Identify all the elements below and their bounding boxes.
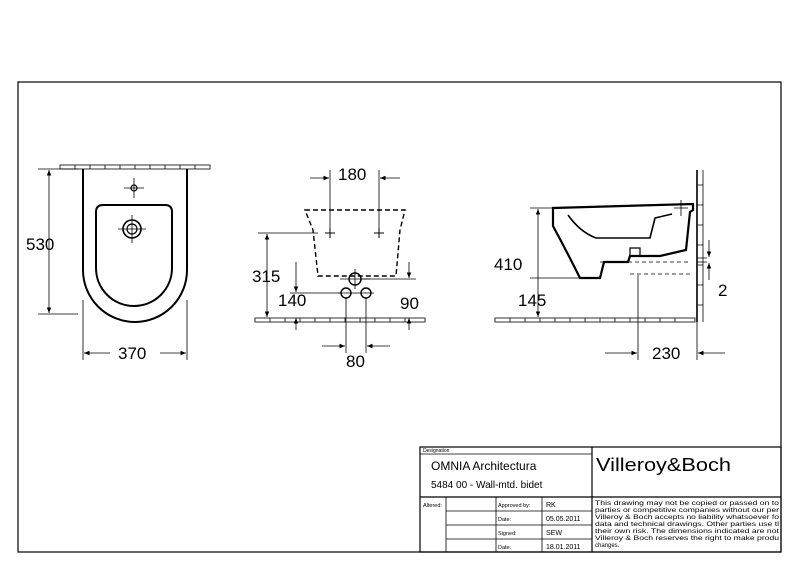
approved-date-label: Date:	[498, 517, 512, 523]
front-view: 530 370	[26, 164, 211, 363]
signed-date-label: Date:	[498, 545, 512, 551]
approved-by-value: RK	[546, 502, 556, 509]
rear-view: 180 315 140 90 80	[252, 165, 426, 371]
approved-date-value: 05.05.2011	[546, 516, 581, 523]
side-view: 410 145 2 230	[494, 170, 727, 363]
product-name: OMNIA Architectura	[431, 459, 537, 473]
disclaimer-line-7: changes.	[595, 543, 620, 549]
dim-side-height: 410	[494, 255, 522, 274]
dim-rear-top-width: 180	[338, 165, 366, 184]
dim-front-height: 530	[26, 235, 54, 254]
dim-side-lower: 145	[518, 291, 546, 310]
disclaimer-line-1: This drawing may not be copied or passed…	[595, 501, 780, 507]
signed-date-value: 18.01.2011	[546, 544, 581, 551]
dim-rear-height: 315	[252, 267, 280, 286]
dim-front-width: 370	[118, 344, 146, 363]
bidet-side-outline	[551, 202, 695, 280]
disclaimer-line-3: Villeroy & Boch accepts no liability wha…	[595, 515, 780, 521]
dim-rear-spacing: 80	[346, 352, 365, 371]
signed-value: SEW	[546, 530, 562, 537]
title-block: Designation OMNIA Architectura 5484 00 -…	[419, 446, 782, 553]
brand-logo: Villeroy&Boch	[596, 455, 731, 475]
dim-rear-right: 90	[400, 294, 419, 313]
dim-side-depth: 230	[652, 344, 680, 363]
bidet-front-outline	[82, 169, 188, 323]
bidet-rear-outline	[303, 209, 406, 277]
product-code: 5484 00 - Wall-mtd. bidet	[431, 480, 543, 491]
approved-by-label: Approved by:	[498, 503, 531, 509]
designation-label: Designation	[423, 448, 450, 454]
drawing-border	[17, 81, 782, 553]
disclaimer-line-4: data and technical drawings. Other parti…	[595, 522, 779, 528]
disclaimer-line-2: parties or competitive companies without…	[595, 508, 779, 514]
disclaimer-line-6: Villeroy & Boch reserves the right to ma…	[595, 536, 779, 542]
disclaimer-line-5: their own risk. The dimensions indicated…	[595, 529, 779, 535]
signed-label: Signed:	[498, 531, 517, 537]
dim-side-gap: 2	[718, 281, 727, 300]
bidet-front-bowl	[95, 204, 173, 307]
dim-rear-left: 140	[278, 291, 306, 310]
altered-label: Altered:	[423, 503, 442, 509]
